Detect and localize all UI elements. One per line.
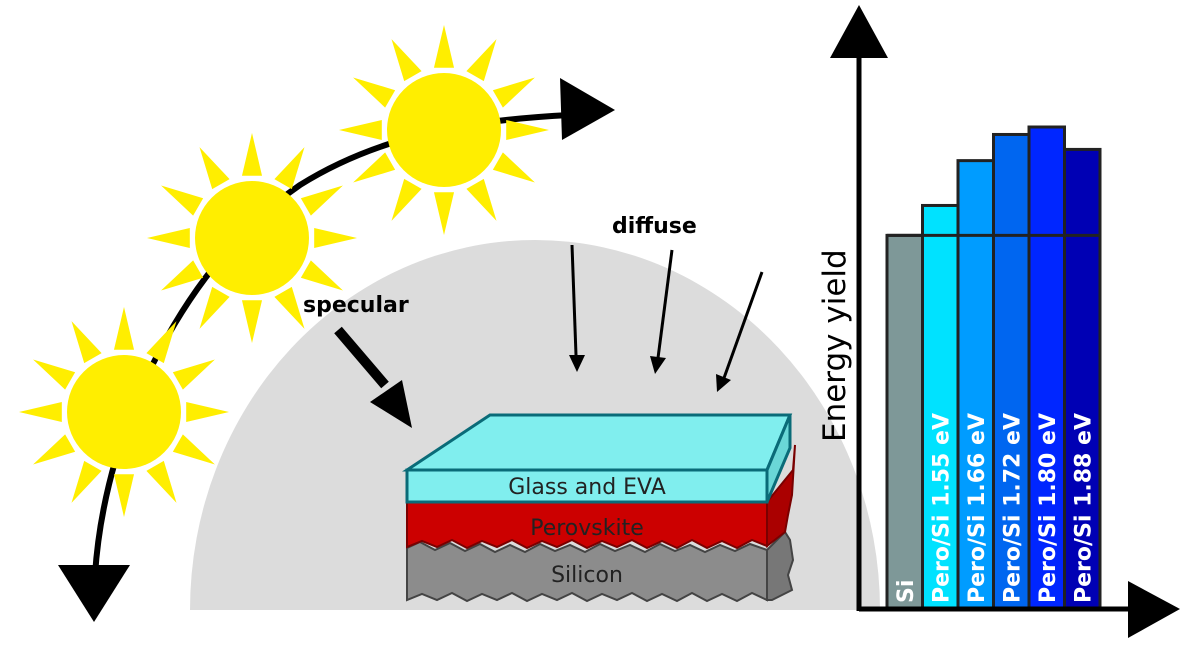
sun-icon <box>19 307 229 517</box>
silicon-label: Silicon <box>551 563 623 588</box>
specular-label: specular <box>303 293 409 318</box>
sun-ray <box>199 286 230 329</box>
glass-layer <box>405 468 769 504</box>
sun-ray <box>506 119 549 141</box>
sun-icon <box>147 133 357 343</box>
energy-yield-chart: Si Pero/Si 1.55 eV Pero/Si 1.66 eV Pero/Si … <box>817 5 1180 638</box>
sun-path-arrowhead-start <box>58 565 130 622</box>
sun-ray <box>147 227 190 249</box>
sun-ray <box>241 133 263 176</box>
y-axis-label: Energy yield <box>817 249 853 442</box>
sun-ray <box>433 25 455 68</box>
sun-ray <box>161 260 204 291</box>
diffuse-arrows <box>569 244 764 392</box>
sun-ray <box>71 460 102 503</box>
sun-ray <box>19 401 62 423</box>
sun-disc <box>195 181 309 295</box>
sun-ray <box>300 185 343 216</box>
sun-ray <box>466 178 497 221</box>
bar-label-3: Pero/Si 1.72 eV <box>1000 413 1025 603</box>
sun-ray <box>300 260 343 291</box>
sun-ray <box>33 359 76 390</box>
sun-ray <box>353 152 396 183</box>
sun-ray <box>172 434 215 465</box>
sun-ray <box>186 401 229 423</box>
diffuse-label: diffuse <box>612 214 697 239</box>
suns <box>19 25 549 517</box>
sun-disc <box>387 73 501 187</box>
sun-ray <box>33 434 76 465</box>
glass-label: Glass and EVA <box>508 475 666 500</box>
sun-ray <box>199 147 230 190</box>
sun-ray <box>391 178 422 221</box>
bar-label-1: Pero/Si 1.55 eV <box>929 413 954 603</box>
sun-ray <box>492 77 535 108</box>
sun-ray <box>466 39 497 82</box>
bar-label-4: Pero/Si 1.80 eV <box>1036 413 1061 603</box>
bar-label-2: Pero/Si 1.66 eV <box>965 413 990 603</box>
bar-0 <box>885 233 924 611</box>
bar-label-5: Pero/Si 1.88 eV <box>1071 413 1096 603</box>
perovskite-side <box>766 444 796 549</box>
sun-ray <box>274 286 305 329</box>
bar-1 <box>921 203 960 611</box>
sun-ray <box>146 460 177 503</box>
sun-ray <box>241 300 263 343</box>
sun-disc <box>67 355 181 469</box>
silicon-side <box>766 530 795 601</box>
sun-path-arrowhead-end <box>560 78 615 140</box>
specular-arrow <box>334 326 412 428</box>
bar-3 <box>992 132 1031 611</box>
sun-ray <box>161 185 204 216</box>
sun-ray <box>433 192 455 235</box>
perovskite-label: Perovskite <box>530 516 644 541</box>
sun-ray <box>339 119 382 141</box>
sun-ray <box>274 147 305 190</box>
chart-bars: Si Pero/Si 1.55 eV Pero/Si 1.66 eV Pero/Si … <box>885 125 1102 611</box>
sun-ray <box>172 359 215 390</box>
bar-label-0: Si <box>894 580 919 603</box>
y-axis-arrowhead <box>830 5 888 58</box>
sun-ray <box>391 39 422 82</box>
sun-ray <box>353 77 396 108</box>
sun-ray <box>113 307 135 350</box>
sun-ray <box>71 321 102 364</box>
sun-ray <box>146 321 177 364</box>
sun-icon <box>339 25 549 235</box>
solar-module: Glass and EVA Perovskite Silicon <box>402 413 796 603</box>
sun-ray <box>492 152 535 183</box>
perovskite-layer <box>406 501 768 550</box>
sun-ray <box>314 227 357 249</box>
sun-ray <box>113 474 135 517</box>
bar-5 <box>1063 147 1102 611</box>
x-axis-arrowhead <box>1128 581 1180 638</box>
